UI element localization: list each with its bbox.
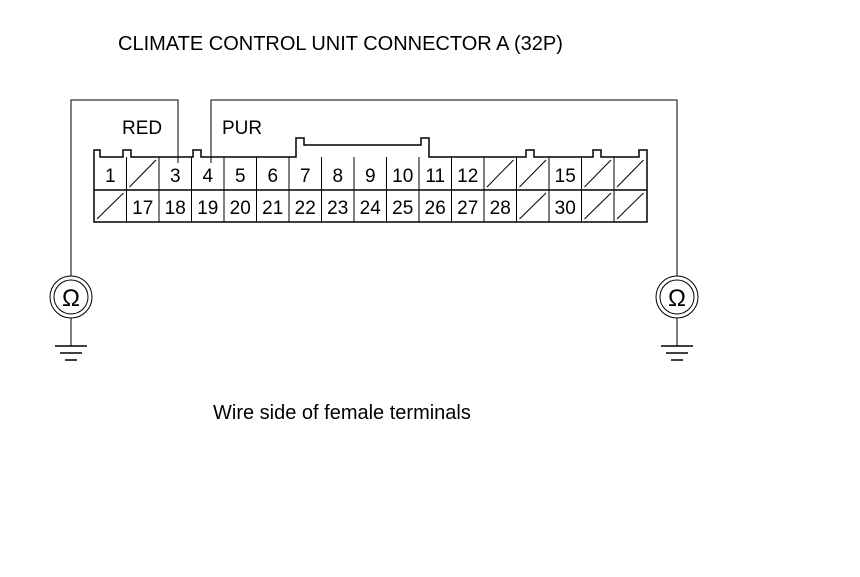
unused-cavity-slash <box>584 192 612 220</box>
wire-label-pur: PUR <box>222 118 262 139</box>
terminal-17: 17 <box>132 198 153 219</box>
terminal-15: 15 <box>555 166 576 187</box>
unused-cavity-slash <box>519 192 547 220</box>
left-meter-inner <box>53 279 89 315</box>
left-probe <box>49 99 179 361</box>
terminal-28: 28 <box>490 198 511 219</box>
terminal-20: 20 <box>230 198 251 219</box>
terminal-12: 12 <box>457 166 478 187</box>
terminal-24: 24 <box>360 198 382 219</box>
terminal-30: 30 <box>555 198 576 219</box>
diagram-title: CLIMATE CONTROL UNIT CONNECTOR A (32P) <box>118 33 563 55</box>
unused-cavity-slash <box>96 192 124 220</box>
left-probe-wire <box>70 99 179 276</box>
terminal-7: 7 <box>300 166 311 187</box>
diagram-caption: Wire side of female terminals <box>213 402 471 424</box>
terminal-8: 8 <box>332 166 343 187</box>
unused-cavity-slash <box>616 192 644 220</box>
terminal-25: 25 <box>392 198 413 219</box>
terminal-3: 3 <box>170 166 181 187</box>
unused-cavity-slash <box>129 159 157 188</box>
terminal-27: 27 <box>457 198 478 219</box>
terminal-1: 1 <box>105 166 116 187</box>
terminal-19: 19 <box>197 198 218 219</box>
right-meter-symbol: Ω <box>668 285 686 312</box>
left-meter-symbol: Ω <box>62 285 80 312</box>
terminal-21: 21 <box>262 198 283 219</box>
unused-cavity-slash <box>519 159 547 188</box>
right-meter-inner <box>659 279 695 315</box>
connector-housing <box>93 137 648 223</box>
terminal-23: 23 <box>327 198 348 219</box>
terminal-26: 26 <box>425 198 446 219</box>
terminal-4: 4 <box>202 166 213 187</box>
terminal-5: 5 <box>235 166 246 187</box>
unused-cavity-slash <box>616 159 644 188</box>
terminal-6: 6 <box>267 166 278 187</box>
terminal-9: 9 <box>365 166 376 187</box>
connector-bottom-row: 17 18 19 20 21 22 23 24 25 26 27 28 30 <box>96 190 644 222</box>
unused-cavity-slash <box>584 159 612 188</box>
unused-cavity-slash <box>486 159 514 188</box>
terminal-18: 18 <box>165 198 186 219</box>
terminal-22: 22 <box>295 198 316 219</box>
wire-label-red: RED <box>122 118 162 139</box>
terminal-10: 10 <box>392 166 413 187</box>
terminal-11: 11 <box>425 166 445 187</box>
right-probe <box>210 99 699 361</box>
right-probe-wire <box>210 99 678 276</box>
